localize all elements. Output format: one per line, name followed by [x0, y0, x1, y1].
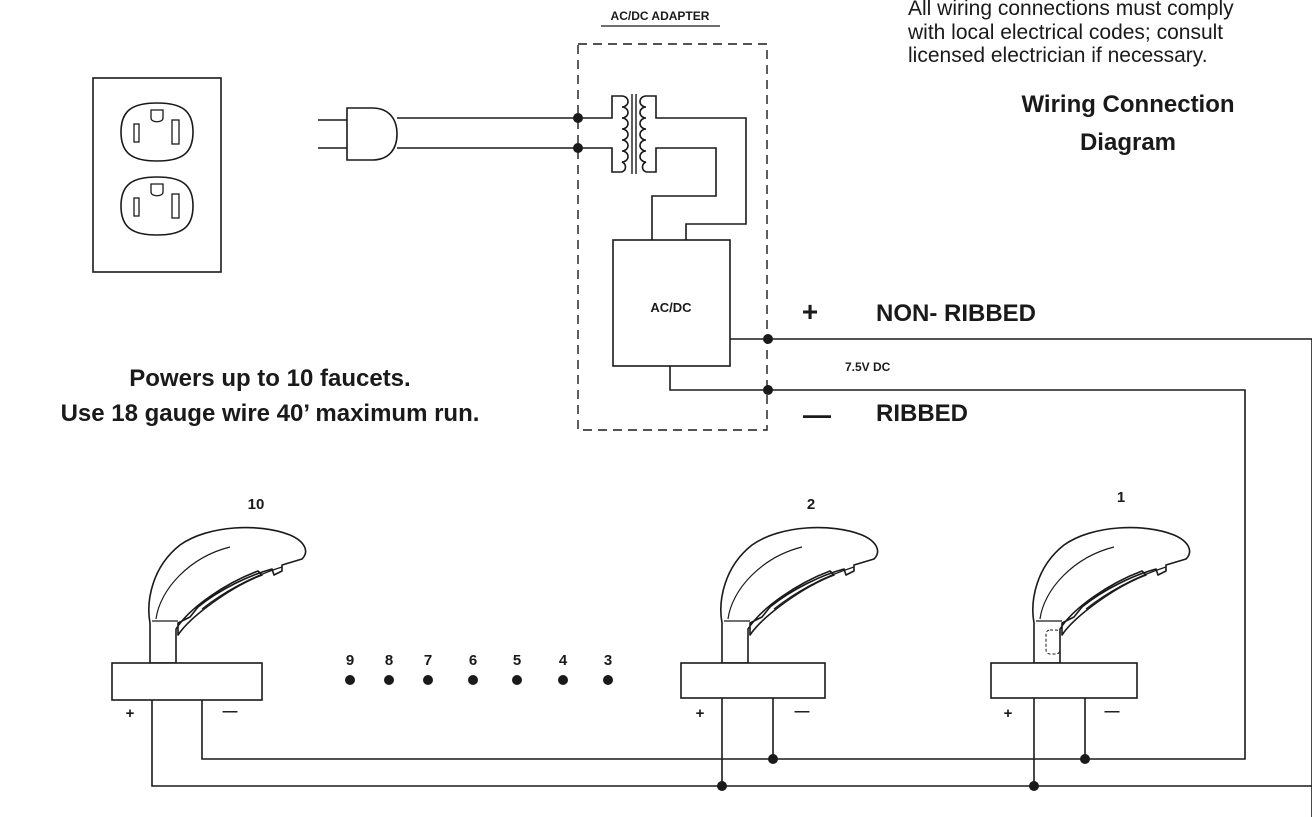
- faucet-7: 7: [423, 652, 433, 685]
- plus-terminal-label: +: [1004, 705, 1013, 722]
- duplex-outlet-icon: [92, 77, 222, 273]
- converter-box: [612, 239, 731, 367]
- faucet-base: [111, 662, 263, 701]
- plug-icon: [318, 107, 398, 161]
- svg-text:3: 3: [604, 652, 612, 669]
- faucet-10: 10 + —: [111, 496, 307, 722]
- positive-label: NON- RIBBED: [876, 300, 1036, 327]
- negative-sign: —: [803, 399, 831, 430]
- svg-text:7: 7: [424, 652, 432, 669]
- capacity-note: Powers up to 10 faucets. Use 18 gauge wi…: [61, 365, 480, 427]
- faucet-5: 5: [512, 652, 522, 685]
- faucet-6: 6: [468, 652, 478, 685]
- title-line-2: Diagram: [1080, 129, 1176, 156]
- svg-text:8: 8: [385, 652, 393, 669]
- voltage-label: 7.5V DC: [845, 360, 891, 374]
- faucet-3: 3: [603, 652, 613, 685]
- notice-line-1: All wiring connections must comply: [908, 0, 1234, 20]
- adapter-label: AC/DC ADAPTER: [611, 9, 710, 23]
- notice-line-3: licensed electrician if necessary.: [908, 44, 1208, 67]
- intermediate-faucets: 9 8 7 6 5 4 3: [345, 652, 613, 685]
- plus-terminal-label: +: [696, 705, 705, 722]
- faucet-icon: [1032, 526, 1191, 664]
- faucet-number: 2: [807, 496, 815, 513]
- positive-sign: +: [802, 296, 818, 327]
- junction-node: [763, 385, 773, 395]
- dc-output-wiring: [151, 334, 1312, 817]
- faucet-1: 1 + —: [990, 489, 1191, 791]
- minus-terminal-label: —: [795, 703, 810, 720]
- junction-node: [573, 143, 583, 153]
- ac-dc-adapter: AC/DC ADAPTER AC/DC: [573, 9, 768, 431]
- negative-label: RIBBED: [876, 400, 968, 427]
- junction-node: [763, 334, 773, 344]
- notice-line-2: with local electrical codes; consult: [907, 21, 1223, 44]
- svg-text:5: 5: [513, 652, 521, 669]
- transformer-icon: [578, 94, 747, 240]
- faucet-icon: [720, 526, 879, 664]
- svg-text:4: 4: [559, 652, 568, 669]
- faucet-icon: [148, 526, 307, 664]
- faucet-9: 9: [345, 652, 355, 685]
- note-line-2: Use 18 gauge wire 40’ maximum run.: [61, 400, 480, 427]
- converter-label: AC/DC: [650, 300, 692, 315]
- outlet-receptacle-top: [120, 102, 194, 162]
- faucet-number: 10: [248, 496, 265, 513]
- compliance-notice: All wiring connections must comply with …: [907, 0, 1234, 67]
- faucet-2: 2 + —: [680, 496, 879, 791]
- outlet-receptacle-bottom: [120, 176, 194, 236]
- svg-text:6: 6: [469, 652, 477, 669]
- faucet-number: 1: [1117, 489, 1125, 506]
- negative-legend: — RIBBED: [803, 399, 968, 430]
- svg-text:9: 9: [346, 652, 354, 669]
- faucet-8: 8: [384, 652, 394, 685]
- note-line-1: Powers up to 10 faucets.: [129, 365, 410, 392]
- minus-terminal-label: —: [1105, 703, 1120, 720]
- positive-legend: + NON- RIBBED: [802, 296, 1036, 327]
- faucet-base: [990, 662, 1138, 699]
- plus-terminal-label: +: [126, 705, 135, 722]
- faucet-base: [680, 662, 826, 699]
- diagram-title: Wiring Connection Diagram: [1021, 91, 1234, 156]
- title-line-1: Wiring Connection: [1021, 91, 1234, 118]
- minus-terminal-label: —: [223, 703, 238, 720]
- sensor-window: [1045, 629, 1061, 655]
- faucet-4: 4: [558, 652, 568, 685]
- junction-node: [573, 113, 583, 123]
